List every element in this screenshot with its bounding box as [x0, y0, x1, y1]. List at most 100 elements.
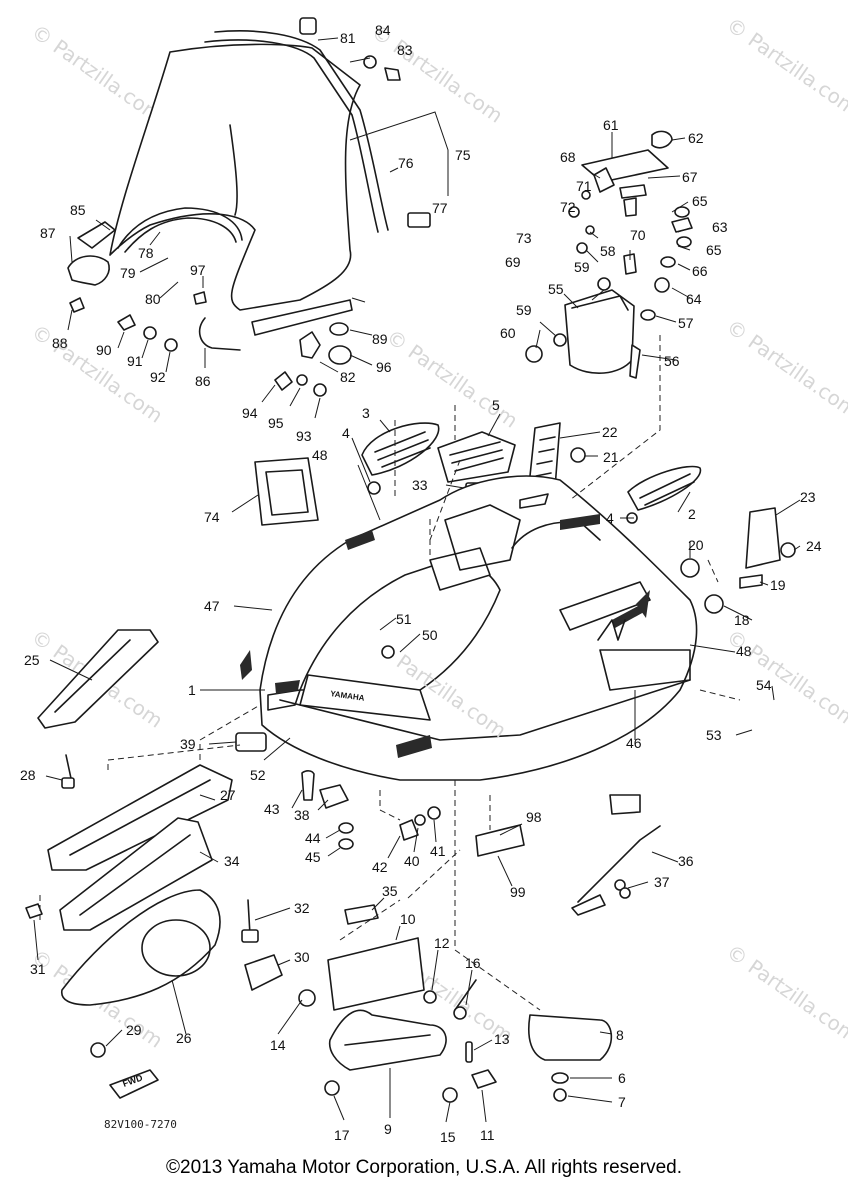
- callout-label: 19: [770, 577, 786, 593]
- copyright-notice: ©2013 Yamaha Motor Corporation, U.S.A. A…: [166, 1157, 682, 1178]
- callout-label: 7: [618, 1094, 626, 1110]
- callout-label: 41: [430, 843, 446, 859]
- callout-label: 2: [688, 506, 696, 522]
- callout-label: 83: [397, 42, 413, 58]
- callout-label: 18: [734, 612, 750, 628]
- callout-label: 57: [678, 315, 694, 331]
- callout-label: 70: [630, 227, 646, 243]
- callout-label: 20: [688, 537, 704, 553]
- callout-label: 14: [270, 1037, 286, 1053]
- callout-label: 40: [404, 853, 420, 869]
- callout-label: 51: [396, 611, 412, 627]
- callout-label: 77: [432, 200, 448, 216]
- callout-label: 43: [264, 801, 280, 817]
- lower-assembly: FWD: [25, 629, 661, 1103]
- callout-label: 17: [334, 1127, 350, 1143]
- callout-label: 6: [618, 1070, 626, 1086]
- callout-label: 65: [706, 242, 722, 258]
- callout-label: 93: [296, 428, 312, 444]
- callout-label: 11: [480, 1127, 495, 1143]
- callout-label: 90: [96, 342, 112, 358]
- callout-label: 46: [626, 735, 642, 751]
- callout-label: 84: [375, 22, 391, 38]
- callout-label: 13: [494, 1031, 510, 1047]
- callout-label: 30: [294, 949, 310, 965]
- callout-label: 78: [138, 245, 154, 261]
- console-assembly: [525, 130, 693, 379]
- callout-label: 31: [30, 961, 46, 977]
- hood: YAMAHA Partzilla.com: [240, 475, 698, 781]
- callout-label: 60: [500, 325, 516, 341]
- callout-label: 4: [342, 425, 350, 441]
- callout-label: 52: [250, 767, 266, 783]
- callout-label: 81: [340, 30, 356, 46]
- callout-label: 56: [664, 353, 680, 369]
- callout-label: 47: [204, 598, 220, 614]
- callout-label: 23: [800, 489, 816, 505]
- callout-label: 22: [602, 424, 618, 440]
- callout-label: 29: [126, 1022, 142, 1038]
- callout-label: 87: [40, 225, 56, 241]
- pads-and-vents: [254, 422, 796, 614]
- watermark: © Partzilla.com: [722, 12, 848, 120]
- callout-label: 59: [516, 302, 532, 318]
- callout-label: 99: [510, 884, 526, 900]
- callout-label: 8: [616, 1027, 624, 1043]
- callout-label: 25: [24, 652, 40, 668]
- callout-label: 59: [574, 259, 590, 275]
- callout-label: 67: [682, 169, 698, 185]
- watermark: © Partzilla.com: [27, 19, 167, 127]
- callout-label: 48: [312, 447, 328, 463]
- callout-label: 76: [398, 155, 414, 171]
- callout-label: 63: [712, 219, 728, 235]
- callout-label: 68: [560, 149, 576, 165]
- drawing-code: 82V100-7270: [104, 1118, 177, 1131]
- callout-label: 79: [120, 265, 136, 281]
- callout-label: 38: [294, 807, 310, 823]
- callout-label: 75: [455, 147, 471, 163]
- callout-label: 69: [505, 254, 521, 270]
- watermark: © Partzilla.com: [722, 314, 848, 422]
- callout-label: 33: [412, 477, 428, 493]
- callout-label: 74: [204, 509, 220, 525]
- callout-label: 66: [692, 263, 708, 279]
- callout-label: 4: [606, 510, 614, 526]
- callout-label: 86: [195, 373, 211, 389]
- callout-label: 73: [516, 230, 532, 246]
- callout-label: 42: [372, 859, 388, 875]
- callout-label: 54: [756, 677, 772, 693]
- callout-label: 24: [806, 538, 822, 554]
- callout-label: 48: [736, 643, 752, 659]
- callout-label: 39: [180, 736, 196, 752]
- callout-label: 15: [440, 1129, 456, 1145]
- callout-label: 16: [465, 955, 481, 971]
- callout-label: 85: [70, 202, 86, 218]
- watermark: © Partzilla.com: [722, 624, 848, 732]
- callout-label: 50: [422, 627, 438, 643]
- windshield-assembly: [67, 17, 431, 397]
- callout-label: 34: [224, 853, 240, 869]
- callout-label: 53: [706, 727, 722, 743]
- leader-lines: [33, 37, 801, 1123]
- callout-label: 88: [52, 335, 68, 351]
- callout-label: 37: [654, 874, 670, 890]
- callout-label: 58: [600, 243, 616, 259]
- callout-label: 98: [526, 809, 542, 825]
- callout-label: 1: [188, 682, 196, 698]
- callout-label: 97: [190, 262, 206, 278]
- callout-label: 91: [127, 353, 143, 369]
- callout-label: 35: [382, 883, 398, 899]
- callout-label: 64: [686, 291, 702, 307]
- callout-label: 3: [362, 405, 370, 421]
- callout-label: 95: [268, 415, 284, 431]
- callout-label: 9: [384, 1121, 392, 1137]
- callout-label: 44: [305, 830, 321, 846]
- callout-label: 61: [603, 117, 619, 133]
- callout-label: 80: [145, 291, 161, 307]
- callout-label: 94: [242, 405, 258, 421]
- callout-label: 71: [576, 178, 592, 194]
- callout-labels: 81 84 83 76 75 85 87 78 77 79 97 80 88 9…: [20, 22, 822, 1145]
- callout-label: 72: [560, 199, 576, 215]
- callout-label: 92: [150, 369, 166, 385]
